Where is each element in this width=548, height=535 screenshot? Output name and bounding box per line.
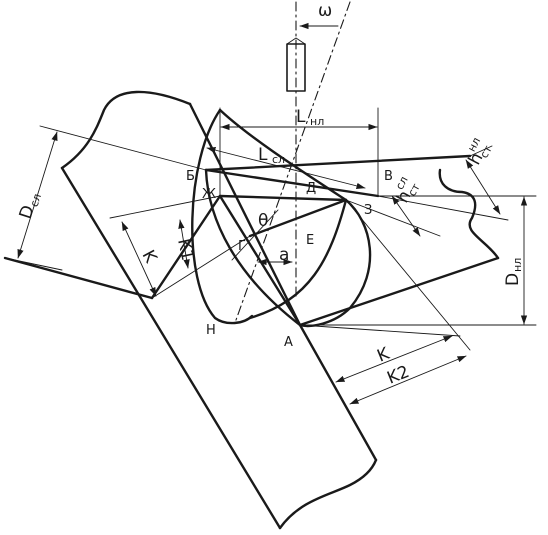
l-sl-dim <box>206 147 366 189</box>
k-left-ext-1 <box>109 195 221 219</box>
weld-ellipse-left <box>191 108 254 325</box>
d-sl-ext-bottom <box>4 257 63 271</box>
d-sl-dim <box>17 131 58 259</box>
electrode-tip <box>286 37 306 45</box>
label-theta: θ <box>258 211 268 231</box>
h-nl-dim <box>465 159 501 215</box>
label-k-right: K <box>374 344 393 367</box>
label-h-st-sl-sup: сл <box>393 174 411 192</box>
point-v: В <box>384 169 393 184</box>
point-e: Е <box>306 233 314 248</box>
inclined-plate-right-edge-lower <box>298 323 378 462</box>
inclined-plate-left-edge <box>60 166 282 530</box>
inclined-plate-bottom-break <box>278 458 378 530</box>
label-d-nl: D <box>503 273 523 286</box>
k-left-ext-2 <box>151 235 251 299</box>
k-left-dim <box>121 221 157 297</box>
point-b: Б <box>186 169 195 184</box>
label-omega: ω <box>318 1 332 21</box>
d-sl-ext-top <box>39 125 207 171</box>
inclined-plate-right-edge <box>188 102 302 327</box>
k-right-ext-1 <box>299 324 461 337</box>
point-zh: Ж <box>202 187 216 202</box>
horizontal-plate-break <box>438 168 500 260</box>
k2-dim <box>349 355 467 405</box>
k-right-ext-2 <box>345 199 471 351</box>
point-d: Д <box>306 181 316 196</box>
label-h-st-nl-sup: нл <box>465 135 483 154</box>
point-g: Г <box>238 239 246 254</box>
k1-dim <box>178 219 190 269</box>
inclined-plate-top-break <box>60 90 192 170</box>
label-d-sl: D <box>16 203 39 222</box>
weld-line-zh-z <box>218 194 348 202</box>
weld-line-g-e <box>248 198 348 238</box>
label-k2: K2 <box>384 362 412 389</box>
label-l-nl-sub: нл <box>310 115 324 128</box>
point-a: А <box>284 335 293 350</box>
label-l-nl: L <box>296 107 306 127</box>
electrode-axis <box>235 1 351 321</box>
point-n: Н <box>206 323 216 338</box>
label-l-sl: L <box>258 145 268 165</box>
h-nl-ext-1 <box>469 145 493 157</box>
h-sl-dim <box>391 195 421 237</box>
weld-line-b-v <box>204 168 380 198</box>
point-z: З <box>364 203 372 218</box>
label-d-sl-sub: сл <box>28 192 44 208</box>
label-d-nl-sub: нл <box>511 258 524 272</box>
label-a: a <box>279 245 289 265</box>
horizontal-plate-bottom <box>298 256 500 327</box>
label-k1: K1 <box>173 237 197 263</box>
label-l-sl-sub: сл <box>272 153 285 166</box>
weld-root-curve <box>248 198 348 320</box>
